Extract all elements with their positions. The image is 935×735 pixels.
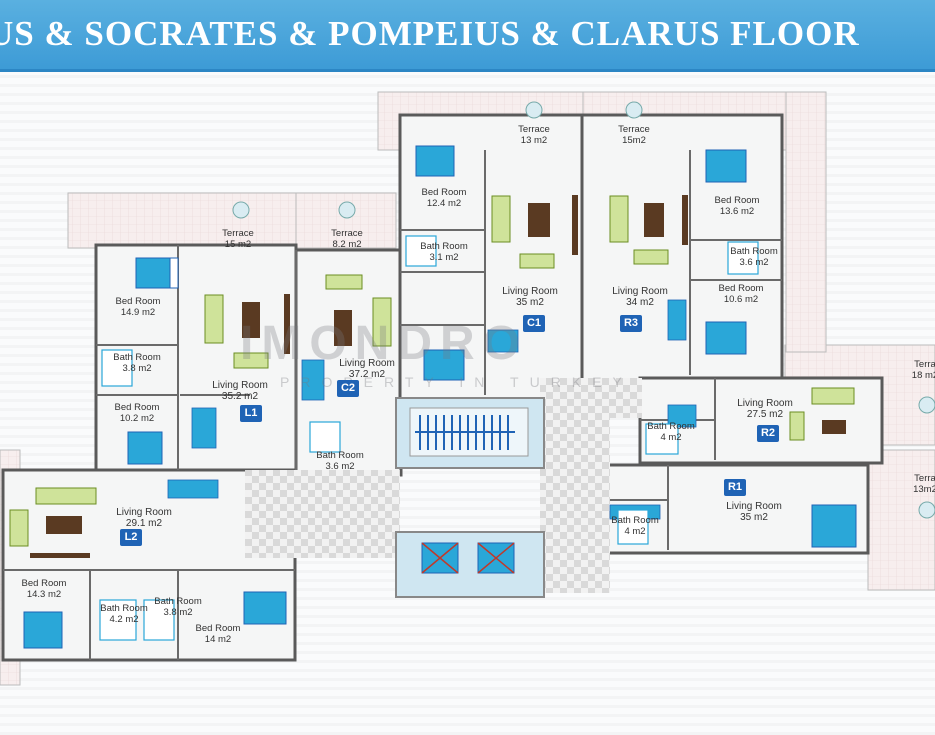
imondro-watermark: IMONDRO PROPERTY IN TURKEY xyxy=(240,316,622,390)
banner-title: US & SOCRATES & POMPEIUS & CLARUS FLOOR xyxy=(0,14,860,53)
corridor-left xyxy=(245,470,400,558)
unit-tag-r1: R1 xyxy=(724,479,746,496)
corridor-top xyxy=(560,378,642,418)
bathroom-fixtures xyxy=(99,235,759,641)
stair-core xyxy=(395,397,545,469)
unit-tag-l1: L1 xyxy=(240,405,262,422)
unit-tag-c2: C2 xyxy=(337,380,359,397)
unit-tag-r3: R3 xyxy=(620,315,642,332)
interior-walls xyxy=(3,150,782,660)
watermark-logo-text: IMONDRO xyxy=(240,317,528,370)
tables xyxy=(30,195,846,558)
terrace-table-icons xyxy=(232,101,935,519)
watermark-tagline: PROPERTY IN TURKEY xyxy=(280,374,633,390)
kitchen-fixtures xyxy=(167,299,697,520)
beds xyxy=(23,145,857,649)
unit-tag-c1: C1 xyxy=(523,315,545,332)
unit-tag-r2: R2 xyxy=(757,425,779,442)
sofas xyxy=(9,195,855,547)
elevator-core xyxy=(395,531,545,598)
unit-tag-l2: L2 xyxy=(120,529,142,546)
title-banner: US & SOCRATES & POMPEIUS & CLARUS FLOOR xyxy=(0,0,935,72)
